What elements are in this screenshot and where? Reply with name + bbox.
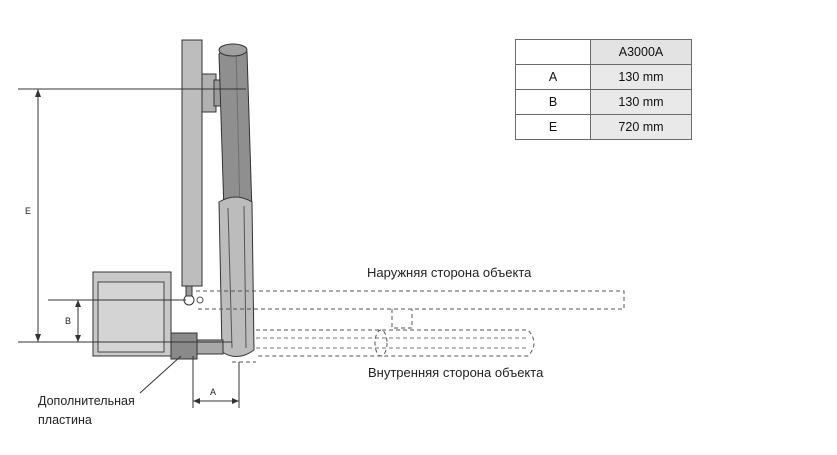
operator-arm-lower-seam2 — [243, 205, 247, 349]
operator-arm-lower-seam — [227, 207, 233, 349]
spec-table-header: A3000A — [515, 39, 692, 65]
spec-param: E — [515, 114, 591, 140]
dim-e-arrow-bottom — [35, 334, 41, 342]
spec-row-a: A 130 mm — [515, 64, 692, 90]
spec-row-e: E 720 mm — [515, 114, 692, 140]
spec-table: A3000A A 130 mm B 130 mm E 720 mm — [515, 39, 692, 140]
gate-post — [181, 39, 203, 287]
spec-row-b: B 130 mm — [515, 89, 692, 115]
plate-connector — [196, 339, 224, 355]
outer-gate-outline — [196, 290, 625, 310]
operator-arm-lower — [218, 196, 255, 357]
operator-arm-top-cap — [218, 43, 248, 57]
wall-box-inner — [97, 281, 165, 353]
hinge-pivot-small — [196, 296, 204, 304]
operator-arm-upper — [218, 45, 253, 213]
operator-arm-highlight — [235, 47, 241, 211]
dim-b-label: B — [65, 316, 71, 326]
dim-b-arrow-top — [75, 300, 81, 307]
inner-arm-outline — [256, 329, 535, 357]
spec-value: 130 mm — [590, 89, 692, 115]
inner-arm-seam — [256, 337, 526, 349]
hinge-stem — [185, 285, 193, 297]
plate-label-line2: пластина — [38, 413, 92, 427]
spec-value: 130 mm — [590, 64, 692, 90]
dim-e-arrow-top — [35, 89, 41, 97]
spec-header-model: A3000A — [590, 39, 692, 65]
plate-leader-line — [139, 355, 182, 394]
spec-header-param — [515, 39, 591, 65]
additional-plate — [170, 332, 198, 360]
inner-arm-cap — [374, 329, 388, 357]
dim-b-arrow-bottom — [75, 335, 81, 342]
dim-a-label: A — [210, 387, 216, 397]
spec-param: A — [515, 64, 591, 90]
inner-side-label: Внутренняя сторона объекта — [368, 365, 544, 380]
outer-side-label: Наружняя сторона объекта — [367, 265, 532, 280]
outer-gate-support — [391, 309, 413, 329]
dim-e-label: E — [25, 206, 31, 216]
dim-a-arrow-left — [193, 398, 200, 404]
plate-label-line1: Дополнительная — [38, 394, 135, 408]
dim-a-arrow-right — [232, 398, 239, 404]
spec-value: 720 mm — [590, 114, 692, 140]
spec-param: B — [515, 89, 591, 115]
